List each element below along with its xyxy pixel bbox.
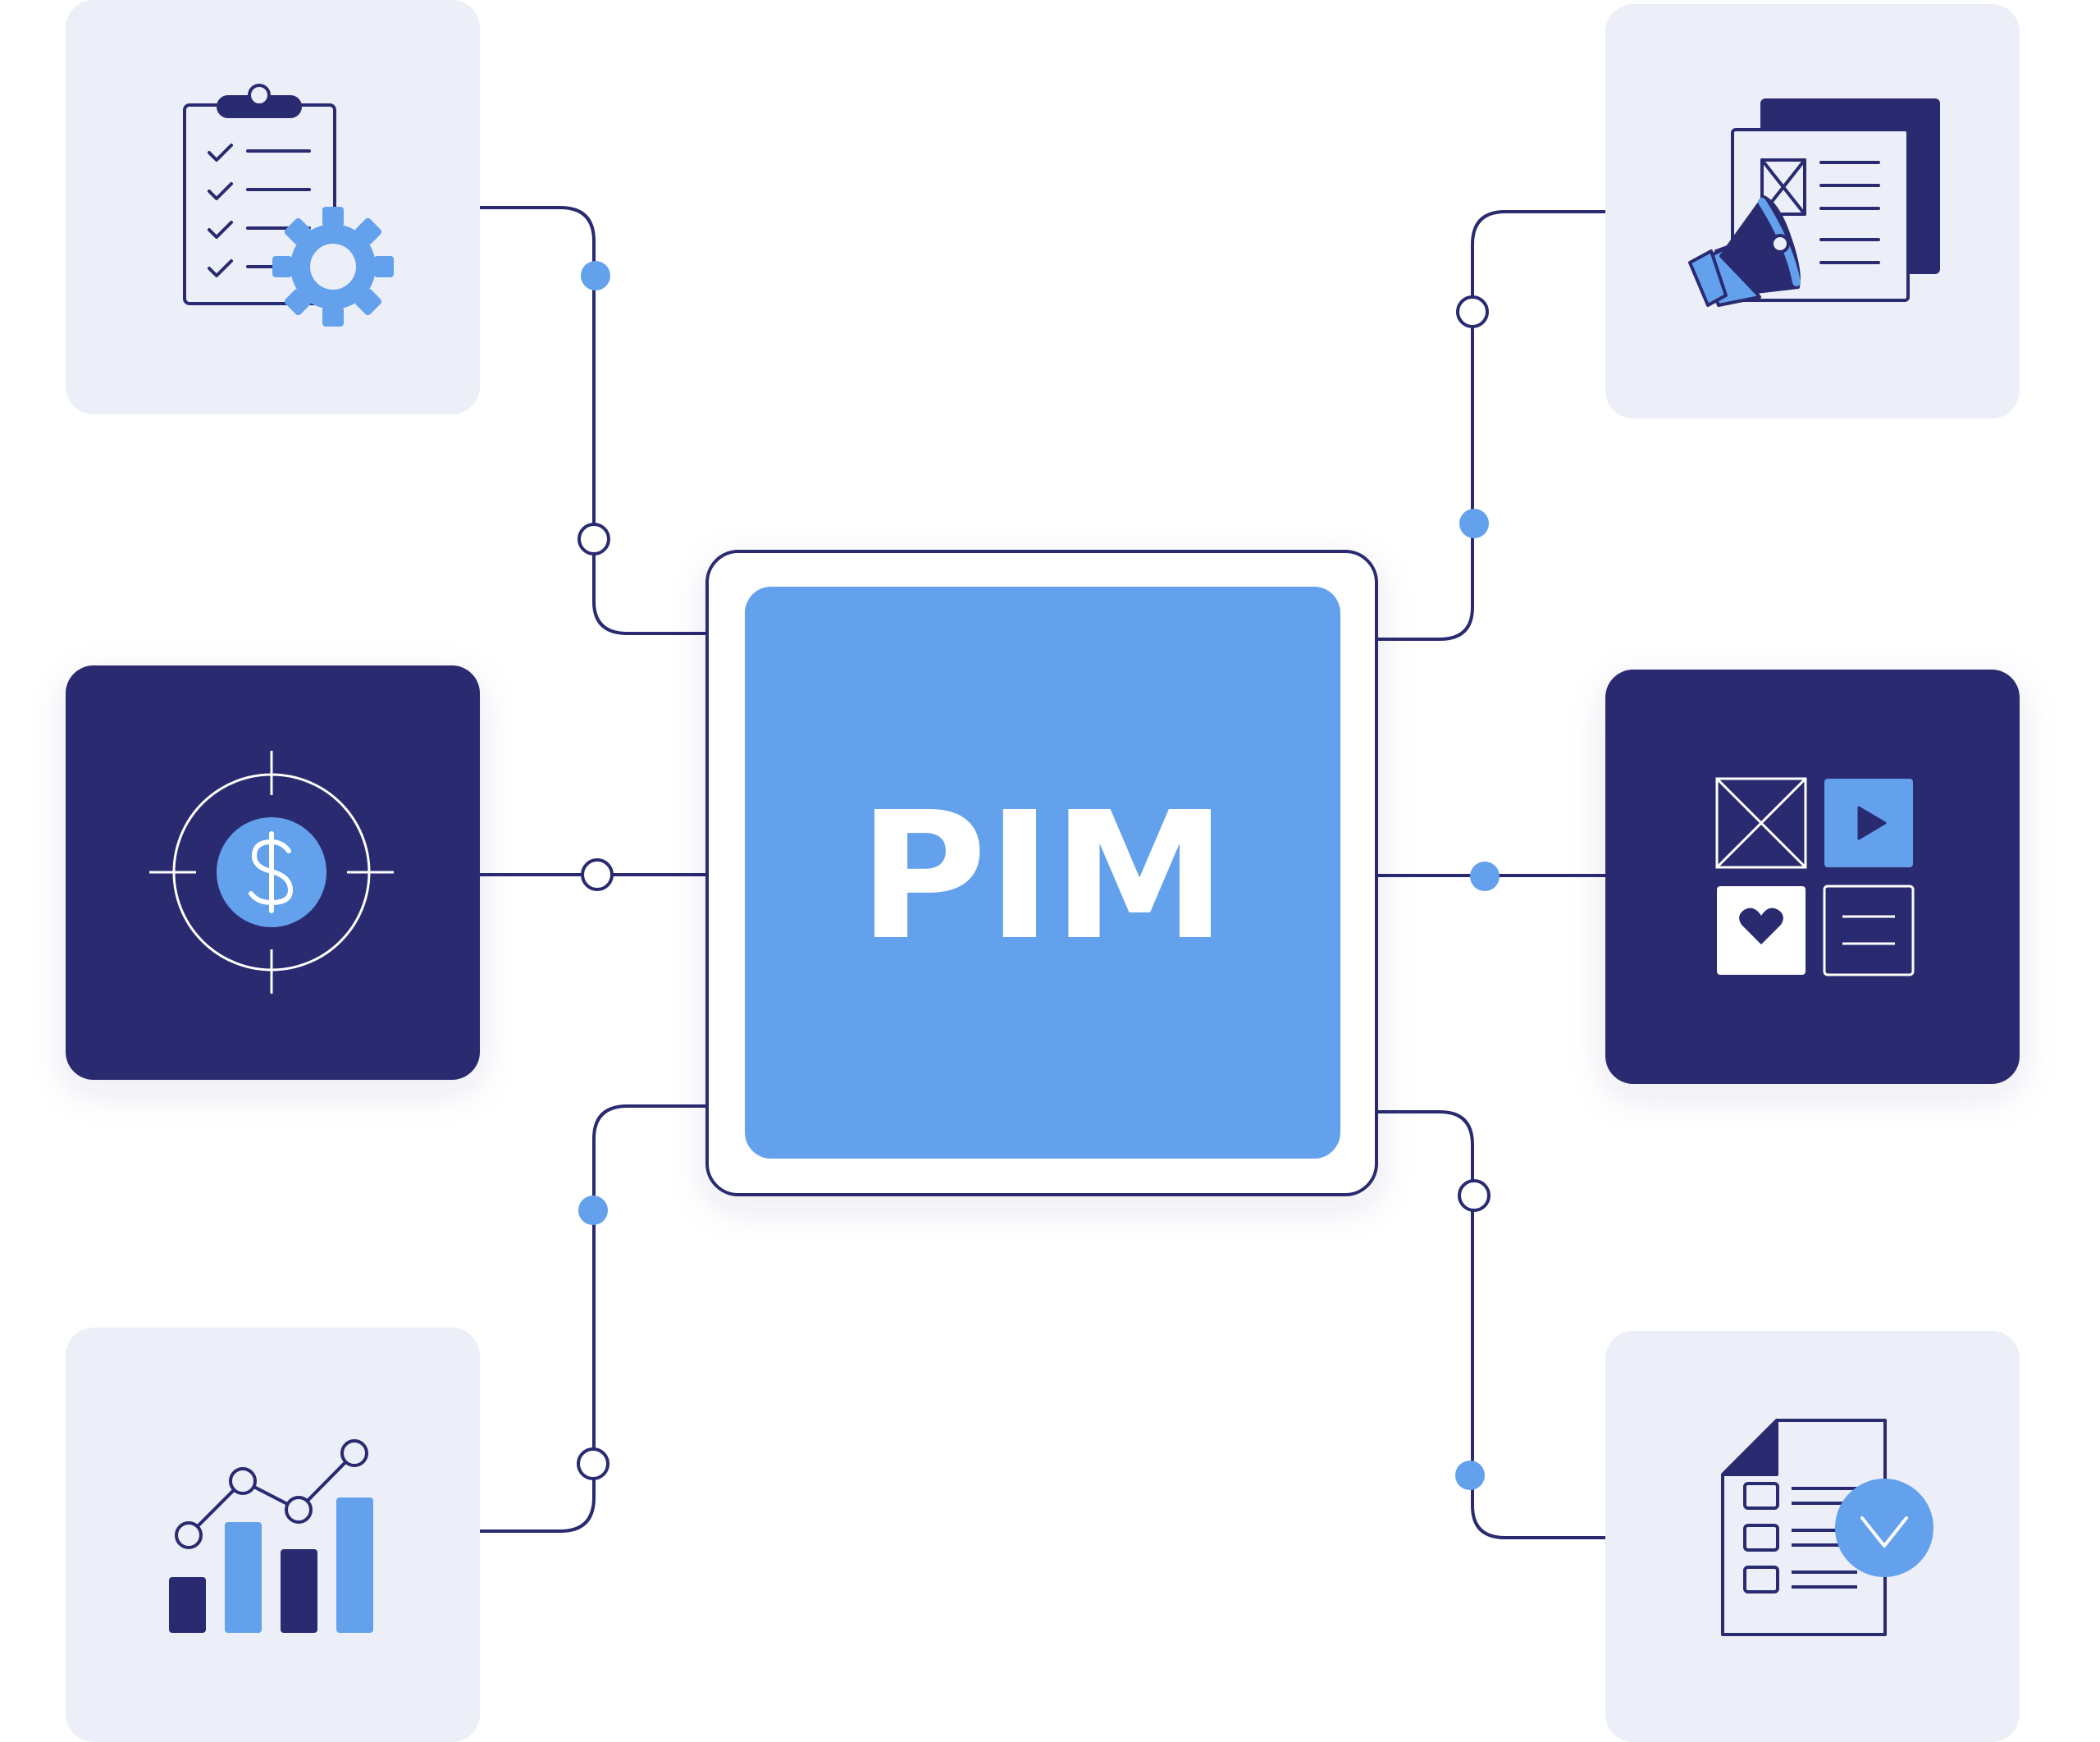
- tile-analytics: [66, 1328, 480, 1742]
- hollow-dot: [1456, 295, 1489, 328]
- filled-dot: [578, 1196, 608, 1225]
- tile-background: [66, 1328, 480, 1742]
- tile-pricing: [66, 665, 480, 1080]
- filled-dot: [1455, 1461, 1485, 1490]
- hollow-dot: [577, 1447, 609, 1480]
- pim-center-box: PIM: [705, 550, 1378, 1196]
- connector-top-right: [1376, 210, 1605, 641]
- connector-top-left: [480, 206, 707, 635]
- media-grid-icon: [1715, 777, 1915, 976]
- dollar-target-icon: [149, 751, 394, 994]
- pim-label: PIM: [858, 775, 1226, 979]
- connector-bottom-left: [480, 1104, 707, 1533]
- tile-workflow: [66, 0, 480, 414]
- hollow-dot: [578, 523, 610, 556]
- pim-inner: [745, 587, 1340, 1159]
- hollow-dot: [581, 858, 614, 891]
- connector-bottom-right: [1376, 1110, 1605, 1539]
- clipboard-gear-icon: [183, 84, 394, 327]
- connectors: [480, 206, 1605, 1539]
- megaphone-documents-icon: [1688, 98, 1940, 307]
- tile-background: [1605, 670, 2020, 1084]
- tile-marketing: [1605, 4, 2020, 418]
- filled-dot: [1470, 862, 1500, 891]
- tile-compliance: [1605, 1331, 2020, 1742]
- growth-chart-icon: [169, 1439, 373, 1633]
- tile-background: [66, 0, 480, 414]
- document-check-icon: [1721, 1419, 1933, 1636]
- filled-dot: [581, 261, 610, 290]
- filled-dot: [1459, 509, 1489, 538]
- hollow-dot: [1458, 1179, 1491, 1212]
- tile-media: [1605, 670, 2020, 1084]
- connector-dots: [577, 261, 1500, 1490]
